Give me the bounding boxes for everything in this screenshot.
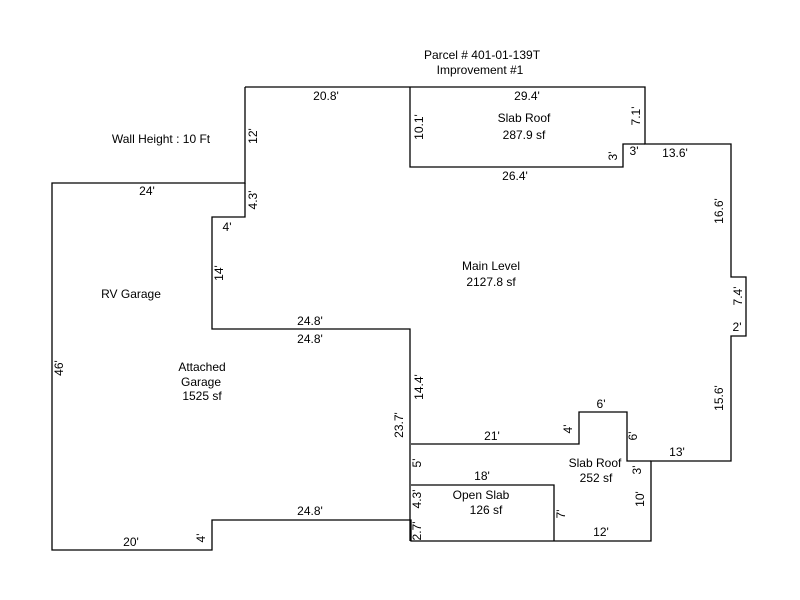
- dim-label: 4': [194, 534, 208, 543]
- dim-label: 5': [410, 459, 424, 468]
- wall-height-label: Wall Height : 10 Ft: [112, 132, 211, 146]
- rv-garage-name: RV Garage: [101, 287, 161, 301]
- dim-label: 14.4': [412, 374, 426, 400]
- slab-roof-bottom-area: 252 sf: [580, 471, 613, 485]
- dim-label: 6': [626, 432, 640, 441]
- dim-label: 18': [474, 469, 490, 483]
- dim-label: 10': [633, 491, 647, 507]
- dim-label: 7.1': [629, 107, 643, 126]
- dim-label: 4': [561, 425, 575, 434]
- dim-label: 2.7': [410, 522, 424, 541]
- dim-label: 4': [223, 220, 232, 234]
- dim-label: 26.4': [502, 169, 528, 183]
- open-slab-area: 126 sf: [470, 503, 503, 517]
- dim-label: 7.4': [731, 287, 745, 306]
- dim-label: 14': [212, 265, 226, 281]
- dim-label: 2': [733, 320, 742, 334]
- slab-roof-bottom-boundary: [411, 411, 651, 462]
- main-level-area: 2127.8 sf: [466, 275, 516, 289]
- parcel-number: Parcel # 401-01-139T: [424, 48, 541, 62]
- slab-roof-top-name: Slab Roof: [498, 111, 551, 125]
- attached-garage-name1: Attached: [178, 360, 225, 374]
- dim-label: 23.7': [392, 412, 406, 438]
- dim-label: 13.6': [662, 146, 688, 160]
- dim-label: 21': [484, 429, 500, 443]
- dim-label: 3': [630, 466, 644, 475]
- attached-garage-area: 1525 sf: [182, 389, 222, 403]
- improvement-label: Improvement #1: [437, 63, 524, 77]
- open-slab-boundary: [411, 484, 555, 541]
- dim-label: 20': [123, 535, 139, 549]
- slab-roof-bottom-name: Slab Roof: [569, 456, 622, 470]
- dim-label: 3': [630, 144, 639, 158]
- dim-label: 4.3': [246, 191, 260, 210]
- dim-label: 15.6': [712, 385, 726, 411]
- dim-label: 24': [139, 184, 155, 198]
- dim-label: 6': [597, 397, 606, 411]
- slab-roof-top-area: 287.9 sf: [503, 128, 546, 142]
- dim-label: 24.8': [297, 332, 323, 346]
- dim-label: 24.8': [297, 504, 323, 518]
- attached-garage-name2: Garage: [181, 375, 221, 389]
- dim-label: 12': [593, 525, 609, 539]
- slab-roof-top-boundary: [409, 87, 645, 168]
- main-level-name: Main Level: [462, 259, 520, 273]
- dim-label: 10.1': [412, 114, 426, 140]
- dim-label: 3': [606, 152, 620, 161]
- dim-label: 13': [669, 445, 685, 459]
- dim-label: 24.8': [297, 314, 323, 328]
- garage-boundary: [211, 183, 411, 541]
- dim-label: 7': [554, 510, 568, 519]
- dim-label: 16.6': [712, 198, 726, 224]
- dim-label: 12': [246, 128, 260, 144]
- dim-label: 29.4': [514, 89, 540, 103]
- dim-label: 4.3': [410, 490, 424, 509]
- open-slab-name: Open Slab: [453, 488, 510, 502]
- dim-label: 46': [52, 360, 66, 376]
- dim-label: 20.8': [313, 89, 339, 103]
- main-outline: [51, 86, 747, 551]
